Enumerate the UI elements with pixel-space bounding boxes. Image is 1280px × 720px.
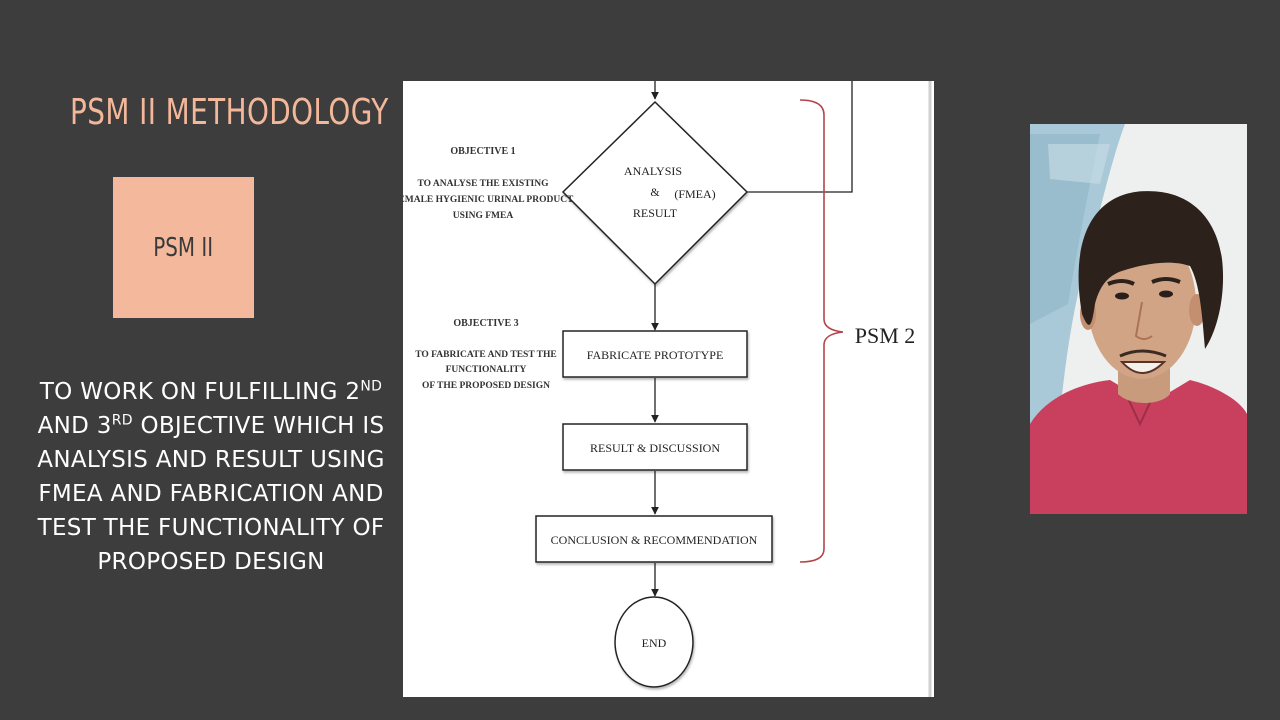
objective3-line3: OF THE PROPOSED DESIGN bbox=[422, 381, 550, 391]
decision-text-fmea: (FMEA) bbox=[674, 187, 715, 201]
psm-box-label: PSM II bbox=[153, 232, 214, 263]
desc-line-1: TO WORK ON FULFILLING 2ND bbox=[39, 378, 383, 405]
decision-text-analysis: ANALYSIS bbox=[624, 164, 682, 178]
webcam-feed bbox=[1030, 124, 1247, 514]
objective3-line2: FUNCTIONALITY bbox=[446, 365, 527, 375]
person-shirt bbox=[1030, 380, 1247, 514]
step-box-conclusion bbox=[535, 515, 773, 563]
desc-line-2: AND 3RD OBJECTIVE WHICH IS bbox=[37, 412, 385, 439]
objective-description: TO WORK ON FULFILLING 2ND AND 3RD OBJECT… bbox=[30, 375, 392, 579]
objective1-line3: USING FMEA bbox=[453, 211, 514, 221]
end-label: END bbox=[642, 636, 667, 650]
desc-line-4: FMEA AND FABRICATION AND bbox=[38, 481, 384, 507]
desc-line-6: PROPOSED DESIGN bbox=[97, 549, 325, 575]
decision-text-amp: & bbox=[650, 185, 660, 199]
psm2-bracket bbox=[799, 99, 844, 563]
objective3-line1: TO FABRICATE AND TEST THE bbox=[415, 350, 557, 360]
step-box-result bbox=[562, 423, 748, 471]
person-hair bbox=[1078, 191, 1224, 349]
objective3-heading: OBJECTIVE 3 bbox=[453, 318, 518, 329]
desc-line-3: ANALYSIS AND RESULT USING bbox=[37, 447, 385, 473]
desc-line-5: TEST THE FUNCTIONALITY OF bbox=[37, 515, 385, 541]
step-label-fabricate: FABRICATE PROTOTYPE bbox=[587, 348, 724, 362]
objective1-line1: TO ANALYSE THE EXISTING bbox=[417, 179, 549, 189]
end-terminator bbox=[614, 596, 694, 688]
psm-label-box: PSM II bbox=[113, 177, 254, 318]
slide-title: PSM II METHODOLOGY bbox=[70, 92, 389, 133]
psm2-label: PSM 2 bbox=[855, 323, 916, 348]
methodology-flowchart: ANALYSIS & (FMEA) RESULT OBJECTIVE 1 TO … bbox=[393, 81, 934, 697]
objective1-heading: OBJECTIVE 1 bbox=[450, 146, 515, 157]
step-label-result: RESULT & DISCUSSION bbox=[590, 441, 720, 455]
decision-text-result: RESULT bbox=[633, 206, 678, 220]
step-label-conclusion: CONCLUSION & RECOMMENDATION bbox=[551, 533, 758, 547]
feedback-loop-line bbox=[747, 81, 853, 193]
step-box-fabricate bbox=[562, 330, 748, 378]
objective1-line2: FEMALE HYGIENIC URINAL PRODUCT bbox=[403, 195, 574, 205]
